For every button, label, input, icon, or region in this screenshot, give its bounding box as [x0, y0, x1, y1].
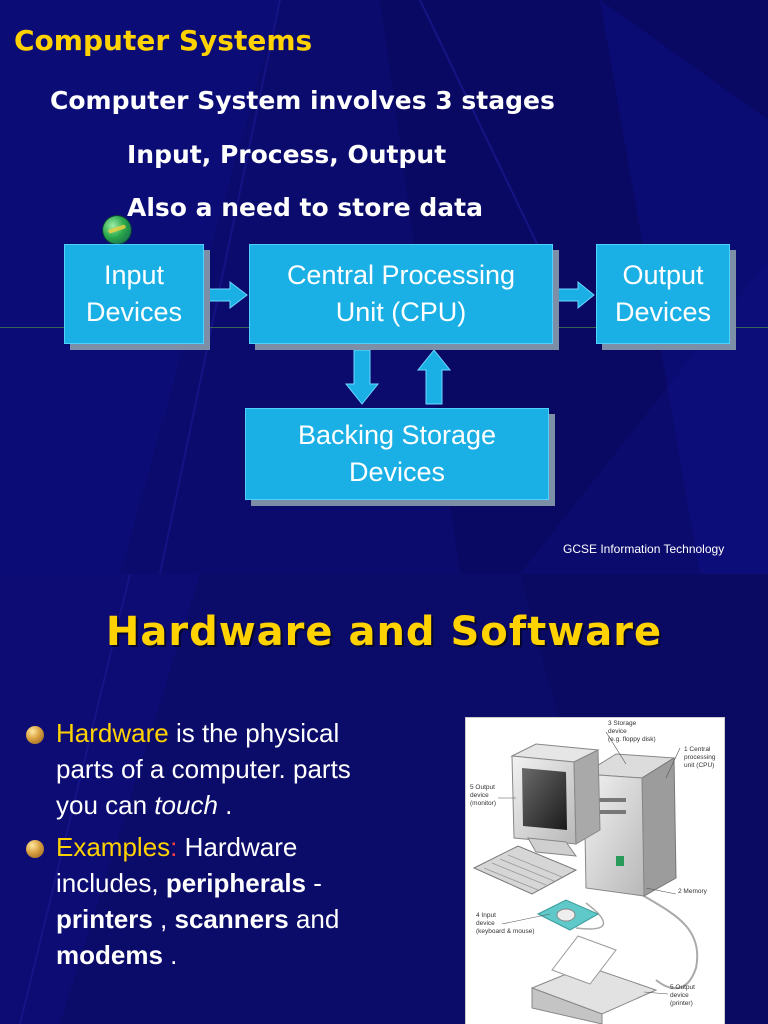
slide-hardware-software: Hardware and Software Hardware is the ph… [0, 574, 768, 1024]
label-memory: 2 Memory [678, 888, 707, 895]
bullet-icon [26, 726, 44, 744]
arrow-cpu-to-storage [344, 349, 380, 405]
hardware-definition: Hardware is the physical parts of a comp… [56, 718, 351, 820]
intro-text: Computer System involves 3 stages [50, 86, 555, 115]
globe-icon [103, 216, 131, 244]
arrow-storage-to-cpu [416, 349, 452, 405]
stages-text: Input, Process, Output [127, 140, 447, 169]
arrow-cpu-to-output [555, 280, 595, 310]
keyword-examples: Examples [56, 832, 171, 862]
bullet-icon [26, 840, 44, 858]
footer-text: GCSE Information Technology [563, 542, 725, 556]
arrow-input-to-cpu [205, 280, 248, 310]
hardware-examples: Examples: Hardware includes, peripherals… [56, 832, 340, 970]
computer-diagram [472, 731, 699, 1024]
slide-title: Hardware and Software [105, 609, 663, 655]
emphasis-touch: touch [154, 790, 218, 820]
mouse-icon [556, 908, 576, 922]
keyword-hardware: Hardware [56, 718, 169, 748]
keyboard-icon [472, 845, 578, 895]
storage-note-text: Also a need to store data [127, 193, 483, 222]
slide-title: Computer Systems [14, 24, 313, 57]
slide-computer-systems: Computer Systems Computer System involve… [0, 0, 768, 574]
